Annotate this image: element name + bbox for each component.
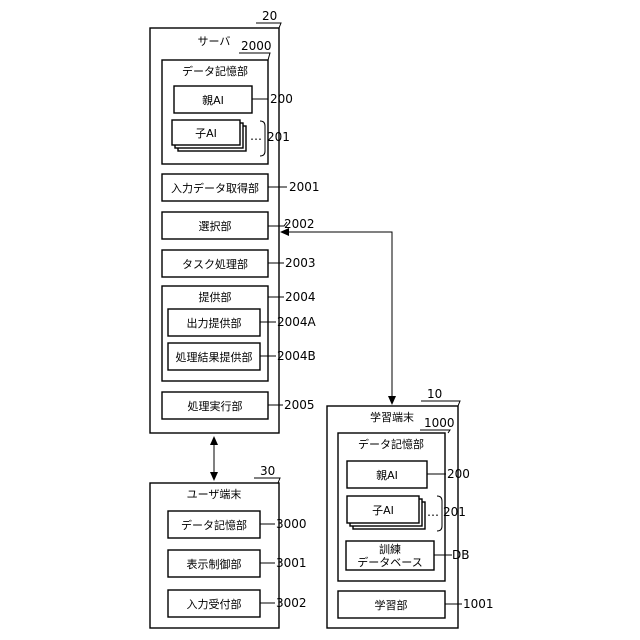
result-provide-ref: 2004B bbox=[277, 349, 316, 363]
server-parent-ai-ref: 200 bbox=[270, 92, 293, 106]
server-block: 20 サーバ 2000 データ記憶部 親AI 200 子AI … 201 入力デ… bbox=[150, 9, 320, 433]
user-storage-label: データ記憶部 bbox=[181, 518, 247, 532]
input-data-acquisition-ref: 2001 bbox=[289, 180, 320, 194]
learning-parent-ai-ref: 200 bbox=[447, 467, 470, 481]
server-ref-leader bbox=[256, 23, 281, 28]
provide-label: 提供部 bbox=[199, 290, 232, 304]
task-processing-label: タスク処理部 bbox=[182, 257, 248, 271]
input-data-acquisition-label: 入力データ取得部 bbox=[171, 181, 259, 195]
server-child-ai-label: 子AI bbox=[195, 127, 217, 140]
output-provide-ref: 2004A bbox=[277, 315, 317, 329]
server-title: サーバ bbox=[198, 35, 231, 48]
result-provide-label: 処理結果提供部 bbox=[176, 350, 253, 364]
learning-child-ai-label: 子AI bbox=[372, 504, 394, 517]
server-parent-ai-label: 親AI bbox=[202, 94, 224, 107]
user-storage-ref: 3000 bbox=[276, 517, 307, 531]
learning-parent-ai-label: 親AI bbox=[376, 469, 398, 482]
server-child-ai-ellipsis: … bbox=[250, 129, 262, 143]
input-reception-label: 入力受付部 bbox=[187, 597, 242, 611]
learning-storage-label: データ記憶部 bbox=[358, 437, 424, 451]
server-child-ai-ref: 201 bbox=[267, 130, 290, 144]
input-reception-ref: 3002 bbox=[276, 596, 307, 610]
user-terminal-ref-leader bbox=[254, 478, 280, 483]
training-db-label-line1: 訓練 bbox=[379, 542, 401, 556]
display-control-ref: 3001 bbox=[276, 556, 307, 570]
server-ref: 20 bbox=[262, 9, 277, 23]
server-storage-label: データ記憶部 bbox=[182, 64, 248, 78]
learning-terminal-title: 学習端末 bbox=[370, 410, 414, 424]
learning-child-ai-ellipsis: … bbox=[427, 505, 439, 519]
selection-ref: 2002 bbox=[284, 217, 315, 231]
training-db-label-line2: データベース bbox=[357, 555, 422, 569]
user-terminal-block: 30 ユーザ端末 データ記憶部 3000 表示制御部 3001 入力受付部 30… bbox=[150, 464, 307, 628]
display-control-label: 表示制御部 bbox=[187, 557, 242, 571]
learning-terminal-ref-leader bbox=[421, 401, 460, 406]
learning-terminal-ref: 10 bbox=[427, 387, 442, 401]
process-execution-label: 処理実行部 bbox=[188, 399, 243, 413]
server-storage-ref: 2000 bbox=[241, 39, 272, 53]
selection-label: 選択部 bbox=[199, 219, 232, 233]
learning-terminal-block: 10 学習端末 1000 データ記憶部 親AI 200 子AI … 201 訓練… bbox=[327, 387, 494, 628]
learning-child-ai-ref: 201 bbox=[443, 505, 466, 519]
user-terminal-title: ユーザ端末 bbox=[187, 487, 242, 501]
learning-unit-ref: 1001 bbox=[463, 597, 494, 611]
process-execution-ref: 2005 bbox=[284, 398, 315, 412]
training-db-ref: DB bbox=[452, 548, 469, 562]
user-terminal-ref: 30 bbox=[260, 464, 275, 478]
learning-storage-ref: 1000 bbox=[424, 416, 455, 430]
provide-ref: 2004 bbox=[285, 290, 316, 304]
output-provide-label: 出力提供部 bbox=[187, 316, 242, 330]
task-processing-ref: 2003 bbox=[285, 256, 316, 270]
learning-unit-label: 学習部 bbox=[375, 598, 408, 612]
